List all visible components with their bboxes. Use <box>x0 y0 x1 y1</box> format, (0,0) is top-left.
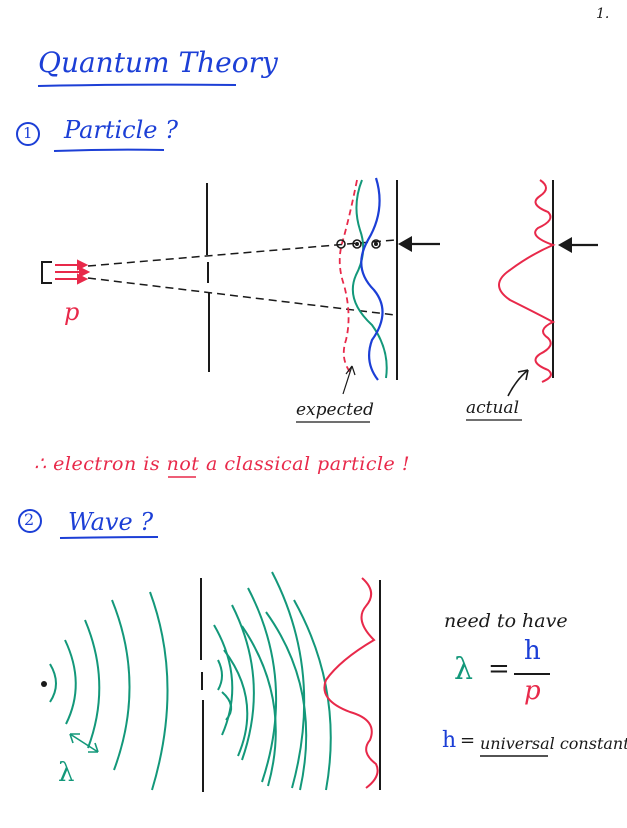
actual-pointer <box>507 369 529 397</box>
incident-wavefronts <box>49 591 169 791</box>
actual-label: actual <box>466 398 520 418</box>
point-source <box>41 681 47 687</box>
wave-diagram <box>41 571 381 792</box>
actual-interference-curve <box>498 179 556 383</box>
blue-wave-curve <box>360 177 384 381</box>
h-equals-sign: = <box>460 730 476 751</box>
equals-sign: = <box>488 654 510 684</box>
expected-pointer-head <box>345 365 356 376</box>
actual-arrow-icon <box>558 237 598 253</box>
electron-hits <box>336 239 381 249</box>
need-to-have-text: need to have <box>444 610 568 632</box>
h-definition: universal constant <box>480 734 627 753</box>
source-gun <box>41 261 52 284</box>
h-symbol: h <box>442 728 457 753</box>
section1-heading: Particle ? <box>64 116 178 144</box>
screen-arrow-icon <box>398 236 440 252</box>
wavelength-arrow-icon <box>69 733 99 753</box>
title-underline <box>37 83 237 87</box>
page-number: 1. <box>596 6 610 22</box>
upper-trajectory <box>87 239 396 267</box>
actual-pointer-head <box>517 369 529 381</box>
section2-heading: Wave ? <box>68 508 154 536</box>
section2-underline <box>59 536 159 539</box>
diffracted-wavefronts <box>213 571 332 791</box>
page-title: Quantum Theory <box>38 46 278 79</box>
section2-marker-circle <box>18 509 42 533</box>
section1-marker: 1 <box>23 124 33 142</box>
conclusion-text: ∴ electron is not a classical particle ! <box>34 453 410 475</box>
green-wave-curve <box>351 179 388 379</box>
wavelength-label: λ <box>58 758 75 788</box>
expected-label: expected <box>296 400 374 420</box>
expected-curve <box>338 179 358 373</box>
electron-arrows <box>55 259 91 285</box>
source-label: p <box>64 298 80 326</box>
momentum-denominator: p <box>524 676 541 706</box>
section1-underline <box>53 148 165 152</box>
particle-diagram <box>41 177 598 423</box>
wave-interference-curve <box>323 577 379 789</box>
expected-pointer <box>342 365 353 395</box>
section2-marker: 2 <box>24 510 35 529</box>
planck-numerator: h <box>524 636 541 666</box>
lambda-symbol: λ <box>454 652 474 687</box>
section1-marker-circle <box>16 122 40 146</box>
